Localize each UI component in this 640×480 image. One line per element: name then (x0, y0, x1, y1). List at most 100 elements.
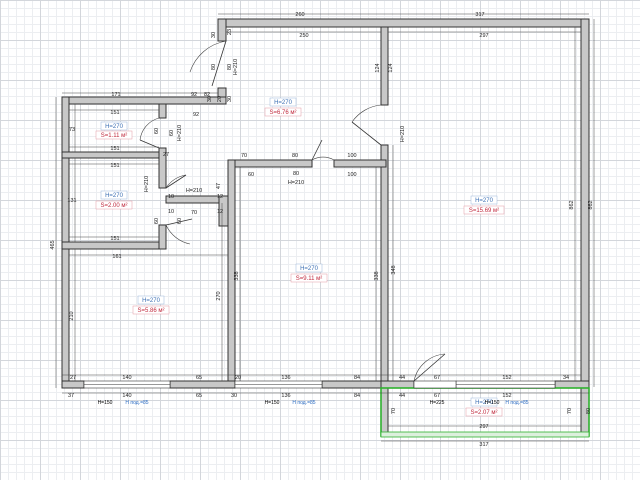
h210-entrance: H=210 (233, 59, 239, 75)
room-big-height: H=270 (475, 198, 494, 204)
dim-151b: 151 (110, 146, 119, 152)
dim-161: 161 (112, 254, 121, 260)
wall-bottom-2 (169, 380, 236, 389)
dim-140a: 140 (122, 375, 131, 381)
dim-30b: 30 (227, 96, 233, 102)
door-wc-leaf[interactable] (139, 139, 160, 149)
dim-100a: 100 (347, 153, 356, 159)
dim-balcony-70a: 70 (391, 408, 397, 414)
dim-balcony-80: 80 (586, 408, 592, 414)
dim-80c: 80 (211, 64, 217, 70)
wall-kitchen-top-right (218, 195, 229, 227)
dim-270: 270 (216, 291, 222, 300)
dim-80b: 80 (293, 171, 299, 177)
h210-bath: H=210 (144, 176, 150, 192)
walls (61, 18, 590, 438)
dim-balcony-317: 317 (479, 442, 488, 448)
dim-23: 23 (227, 29, 233, 35)
dim-152a: 152 (502, 375, 511, 381)
dim-862a: 862 (569, 200, 575, 209)
doors (139, 40, 446, 382)
room-middle-height: H=270 (300, 266, 319, 272)
dim-92a: 92 (191, 92, 197, 98)
wall-bottom-4 (380, 380, 415, 389)
dim-20: 20 (235, 375, 241, 381)
dim-10b: 10 (168, 209, 174, 215)
room-middle[interactable]: H=270 S=9.11 м² (290, 263, 328, 283)
dim-20b: 20 (217, 96, 223, 102)
dim-30d: 30 (211, 32, 217, 38)
balcony-door-height: H=225 (430, 400, 445, 406)
windows (83, 380, 556, 389)
balcony-door-opening (413, 380, 457, 389)
dim-152b: 152 (502, 393, 511, 399)
door-wc-arc (139, 117, 160, 141)
door-middle-arc (311, 156, 335, 161)
room-balcony-area: S=2.07 м² (471, 410, 498, 416)
dim-80d: 80 (227, 64, 233, 70)
dim-70a: 70 (241, 153, 247, 159)
wall-wc-right-top (158, 103, 167, 119)
room-corridor[interactable]: H=270 S=6.76 м² (264, 97, 302, 117)
room-balcony-height: H=270 (475, 400, 494, 406)
door-middle-leaf[interactable] (311, 139, 323, 161)
room-kitchen[interactable]: H=270 S=5.86 м² (132, 295, 170, 315)
dim-84b: 84 (354, 393, 360, 399)
h210-wc: H=210 (177, 125, 183, 141)
wall-bottom-3 (321, 380, 389, 389)
door-entrance-leaf[interactable] (211, 40, 227, 87)
dim-10a: 10 (168, 194, 174, 200)
wall-balcony-left (380, 387, 389, 437)
door-balcony-arc (413, 353, 446, 382)
dim-47: 47 (216, 183, 222, 189)
dim-260: 260 (295, 12, 304, 18)
dim-60: 60 (248, 172, 254, 178)
dim-60a: 60 (169, 130, 175, 136)
dim-338a: 338 (234, 271, 240, 280)
dim-30: 30 (231, 393, 237, 399)
dim-60c: 60 (154, 218, 160, 224)
balcony-rail (380, 431, 590, 438)
dim-37: 37 (68, 393, 74, 399)
dim-100b: 100 (347, 172, 356, 178)
room-bath-height: H=270 (105, 193, 124, 199)
wall-middle-top-left (227, 159, 313, 168)
dim-136a: 136 (281, 375, 290, 381)
room-balcony[interactable]: H=270 S=2.07 м² (465, 397, 503, 417)
window-kitchen-height: H=150 (98, 400, 113, 406)
wall-wc-top (61, 96, 227, 105)
room-wc[interactable]: H=270 S=1.11 м² (95, 121, 133, 140)
room-bath[interactable]: H=270 S=2.00 м² (95, 190, 133, 210)
h210-bigroom-door: H=210 (400, 126, 406, 142)
door-bath-leaf[interactable] (165, 174, 187, 189)
dim-44b: 44 (399, 393, 405, 399)
dim-297: 297 (479, 33, 488, 39)
door-kitchen-leaf[interactable] (165, 218, 193, 226)
room-bath-area: S=2.00 м² (101, 203, 128, 209)
door-bigroom-leaf[interactable] (351, 121, 382, 146)
dim-65b: 65 (196, 393, 202, 399)
dim-27b: 27 (163, 152, 169, 158)
wall-bath-right (158, 147, 167, 189)
dim-124a: 124 (375, 63, 381, 72)
dim-12a: 12 (217, 194, 223, 200)
dim-12b: 12 (217, 209, 223, 215)
room-wc-height: H=270 (105, 124, 124, 130)
room-middle-area: S=9.11 м² (296, 276, 323, 282)
dim-210: 210 (69, 311, 75, 320)
dim-862b: 862 (588, 200, 594, 209)
dim-27: 27 (70, 375, 76, 381)
wall-bath-right-low (158, 224, 167, 250)
room-labels: H=270 S=6.76 м² H=270 S=15.69 м² H=270 S… (95, 97, 505, 417)
dim-151d: 151 (110, 236, 119, 242)
dim-70c: 70 (191, 210, 197, 216)
window-labels: H=150 H под.=85 H=150 H под.=85 H=225 H=… (98, 400, 529, 406)
room-corridor-height: H=270 (274, 100, 293, 106)
room-kitchen-height: H=270 (142, 298, 161, 304)
room-big[interactable]: H=270 S=15.69 м² (463, 195, 505, 215)
door-balcony-leaf[interactable] (413, 353, 446, 382)
wall-wc-bath (61, 151, 167, 159)
dim-131: 131 (67, 198, 76, 204)
